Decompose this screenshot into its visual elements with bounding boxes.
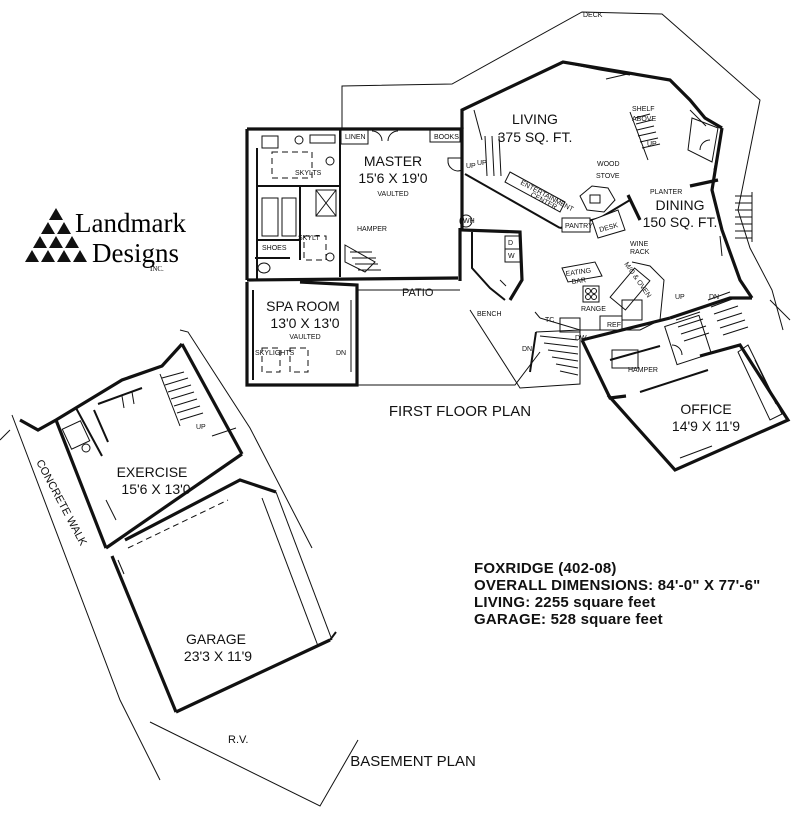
garage-walls [110,478,337,714]
spa-room-label: SPA ROOM 13'0 X 13'0 VAULTED [266,298,340,341]
office-up-label: UP [675,294,685,301]
eating-bar-label-1: EATING [565,267,591,277]
kitchen-dn-label: DN [522,346,532,353]
master-name: MASTER [364,153,422,169]
ref-label: REF [607,322,621,329]
exercise-up-label: UP [196,424,206,431]
master-note: VAULTED [377,191,408,198]
range-label: RANGE [581,306,606,313]
washer-label: W [508,253,515,260]
living-dining-walls [460,60,754,299]
garage-name: GARAGE [186,631,246,647]
exercise-room-label: EXERCISE 15'6 X 13'0 [117,464,191,497]
living-size: 375 SQ. FT. [498,129,573,145]
living-up-label: UP [477,160,487,167]
office-wing-walls [580,291,791,472]
garage-label: GARAGE 23'3 X 11'9 [184,631,252,664]
logo-line-1: Landmark [75,208,186,238]
concrete-walk-label: CONCRETE WALK [33,458,89,549]
bench-label: BENCH [477,311,502,318]
exercise-room-walls [19,342,244,550]
garage-area: GARAGE: 528 square feet [474,611,663,628]
skylt-label: SKYLT [298,235,320,242]
living-up-label-2: UP [647,141,657,148]
dining-size: 150 SQ. FT. [643,214,718,230]
office-dn-label: DN [709,294,719,301]
spa-note: VAULTED [289,334,320,341]
master-up-label: UP [466,163,476,170]
landmark-designs-logo: Landmark Designs INC. [25,208,186,273]
exercise-name: EXERCISE [117,464,188,480]
desk-label: DESK [599,222,620,234]
logo-suffix: INC. [150,265,164,273]
office-size: 14'9 X 11'9 [672,418,740,434]
pantry-label: PANTRY [565,223,593,230]
water-heater-label: WH [463,218,475,225]
patio-edge [357,351,541,386]
garage-size: 23'3 X 11'9 [184,648,252,664]
office-name: OFFICE [680,401,731,417]
dining-name: DINING [656,197,705,213]
exercise-size: 15'6 X 13'0 [121,481,190,497]
basement-plan: UP EXERCISE 15'6 X 13'0 GARAGE 23'3 X 11… [0,329,359,807]
plan-name: FOXRIDGE (402-08) [474,560,617,577]
office-room-label: OFFICE 14'9 X 11'9 [672,401,740,434]
deck-label: DECK [583,12,603,19]
living-area: LIVING: 2255 square feet [474,594,656,611]
basement-stairs [469,309,581,389]
skylights-label: SKYLIGHTS [255,350,295,357]
pyramid-logo-icon [25,208,87,262]
wood-stove-label-2: STOVE [596,173,620,180]
master-size: 15'6 X 19'0 [358,170,427,186]
master-wing-walls [245,127,464,282]
wood-stove-label-1: WOOD [597,161,620,168]
living-room-label: LIVING 375 SQ. FT. [498,111,573,145]
office-hamper-label: HAMPER [628,367,658,374]
shelf-above-label-1: SHELF [632,106,655,113]
logo-line-2: Designs [92,238,179,268]
spa-dn-label: DN [336,350,346,357]
overall-dimensions: OVERALL DIMENSIONS: 84'-0" X 77'-6" [474,577,760,594]
skylts-label: SKYLTS [295,170,322,177]
wine-rack-label-2: RACK [630,249,650,256]
wine-rack-label-1: WINE [630,241,649,248]
deck [341,11,791,331]
first-floor-plan: DECK [245,11,791,472]
dw-label: DW [575,335,587,342]
master-hamper-label: HAMPER [357,226,387,233]
spa-size: 13'0 X 13'0 [270,315,339,331]
linen-label: LINEN [345,134,366,141]
first-floor-plan-title: FIRST FLOOR PLAN [389,403,531,420]
living-name: LIVING [512,111,558,127]
site-lines [0,329,359,807]
dining-room-label: DINING 150 SQ. FT. [643,197,718,230]
eating-bar-label-2: BAR [571,277,586,286]
tc-label: TC [545,317,554,324]
planter-label: PLANTER [650,189,682,196]
shelf-above-label-2: ABOVE [632,116,656,123]
plan-info-block: FOXRIDGE (402-08) OVERALL DIMENSIONS: 84… [474,560,760,628]
rv-label: R.V. [228,734,248,746]
spa-name: SPA ROOM [266,298,340,314]
basement-plan-title: BASEMENT PLAN [350,753,476,770]
patio-label: PATIO [402,287,434,299]
shoes-label: SHOES [262,245,287,252]
books-label: BOOKS [434,134,459,141]
master-room-label: MASTER 15'6 X 19'0 VAULTED [358,153,427,198]
dryer-label: D [508,240,513,247]
